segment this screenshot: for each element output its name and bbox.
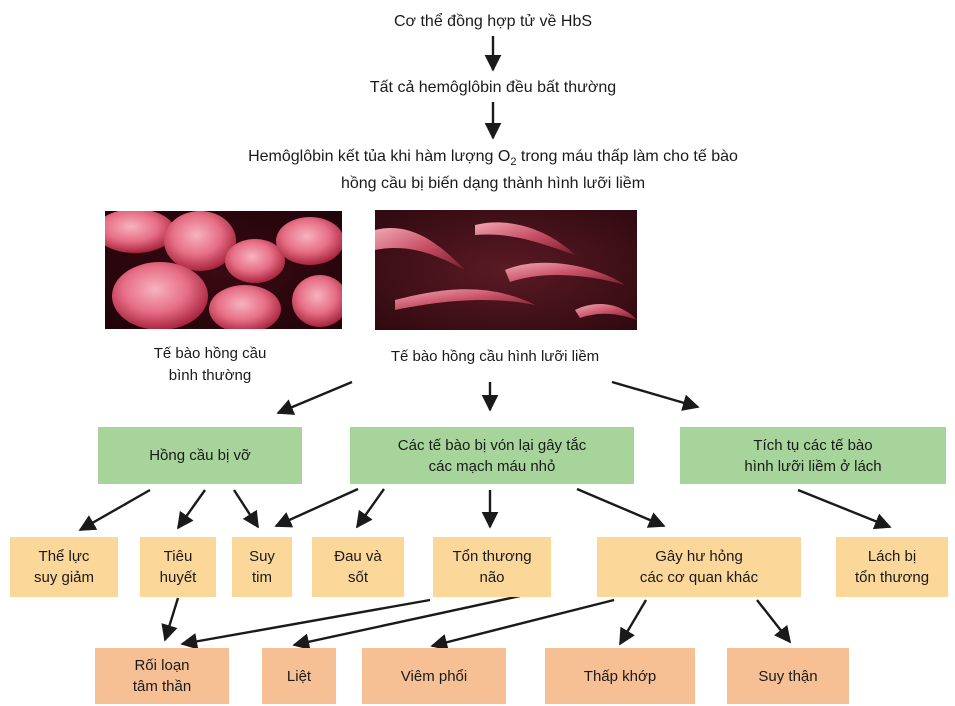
sickle-cells-image [375, 210, 637, 330]
arrow-spleen-spleendmg [798, 490, 890, 527]
box-kidney-failure: Suy thận [727, 648, 849, 704]
box-mental-disorder: Rối loạn tâm thần [95, 648, 229, 704]
box-spleen-accumulation-line2: hình lưỡi liềm ở lách [744, 458, 881, 475]
box-spleen-accumulation-line1: Tích tụ các tế bào [753, 437, 872, 454]
flow-step-abnormal-hemoglobin: Tất cả hemôglôbin đều bất thường [293, 77, 693, 99]
box-mental-disorder-line1: Rối loạn [134, 657, 189, 674]
box-brain-damage-line2: não [479, 569, 504, 586]
box-rheumatism: Thấp khớp [545, 648, 695, 704]
arrow-sickle-spleen [612, 382, 698, 407]
flow-step-homozygous: Cơ thể đồng hợp tử về HbS [293, 11, 693, 33]
arrow-clump-pain [357, 489, 384, 527]
arrow-clump-heart [276, 489, 358, 526]
normal-cells-caption-line1: Tế bào hồng cầu [154, 345, 267, 362]
box-spleen-damage: Lách bị tổn thương [836, 537, 948, 597]
flow-step-precipitation-text-c: hồng cầu bị biến dạng thành hình lưỡi li… [341, 175, 645, 192]
box-organ-damage-line2: các cơ quan khác [640, 569, 758, 586]
box-mental-disorder-line2: tâm thần [133, 678, 191, 695]
flow-step-precipitation-text-a: Hemôglôbin kết tủa khi hàm lượng O [248, 148, 510, 165]
box-organ-damage-line1: Gây hư hỏng [655, 548, 743, 565]
arrow-burst-heart [234, 490, 258, 527]
box-red-cells-burst: Hồng cầu bị vỡ [98, 427, 302, 484]
arrow-burst-anemia [178, 490, 205, 528]
box-hemolysis: Tiêu huyết [140, 537, 216, 597]
arrow-organs-kidney [757, 600, 790, 642]
normal-red-cells-image [105, 211, 342, 329]
arrow-clump-organs [577, 489, 664, 526]
box-cells-clump-line1: Các tế bào bị vón lại gây tắc [398, 437, 586, 454]
box-weakness-line2: suy giảm [34, 569, 94, 586]
box-spleen-damage-line2: tổn thương [855, 569, 929, 586]
arrow-organs-rheumatism [620, 600, 646, 644]
box-cells-clump: Các tế bào bị vón lại gây tắc các mạch má… [350, 427, 634, 484]
box-spleen-accumulation: Tích tụ các tế bào hình lưỡi liềm ở lách [680, 427, 946, 484]
box-brain-damage: Tổn thương não [433, 537, 551, 597]
normal-cells-caption: Tế bào hồng cầu bình thường [110, 343, 310, 387]
box-weakness: Thể lực suy giảm [10, 537, 118, 597]
arrow-anemia-mental [165, 598, 178, 640]
box-heart-failure-line1: Suy [249, 548, 275, 565]
box-pain-fever: Đau và sốt [312, 537, 404, 597]
box-weakness-line1: Thể lực [39, 548, 90, 565]
box-cells-clump-line2: các mạch máu nhỏ [429, 458, 556, 475]
box-heart-failure-line2: tim [252, 569, 272, 586]
arrow-burst-weak [80, 490, 150, 530]
box-pain-fever-line1: Đau và [334, 548, 382, 565]
box-spleen-damage-line1: Lách bị [868, 548, 916, 565]
box-hemolysis-line2: huyết [160, 569, 197, 586]
box-pneumonia: Viêm phổi [362, 648, 506, 704]
sickle-cells-caption: Tế bào hồng cầu hình lưỡi liềm [340, 346, 650, 368]
arrow-organs-pneumonia [432, 600, 614, 646]
box-paralysis: Liệt [262, 648, 336, 704]
box-organ-damage: Gây hư hỏng các cơ quan khác [597, 537, 801, 597]
box-brain-damage-line1: Tổn thương [452, 548, 531, 565]
box-hemolysis-line1: Tiêu [164, 548, 193, 565]
flow-step-precipitation: Hemôglôbin kết tủa khi hàm lượng O2 tron… [143, 146, 843, 195]
flow-step-precipitation-text-b: trong máu thấp làm cho tế bào [516, 148, 737, 165]
arrow-brain-mental [182, 600, 430, 644]
box-pain-fever-line2: sốt [348, 569, 368, 586]
normal-cells-caption-line2: bình thường [169, 367, 251, 384]
box-heart-failure: Suy tim [232, 537, 292, 597]
